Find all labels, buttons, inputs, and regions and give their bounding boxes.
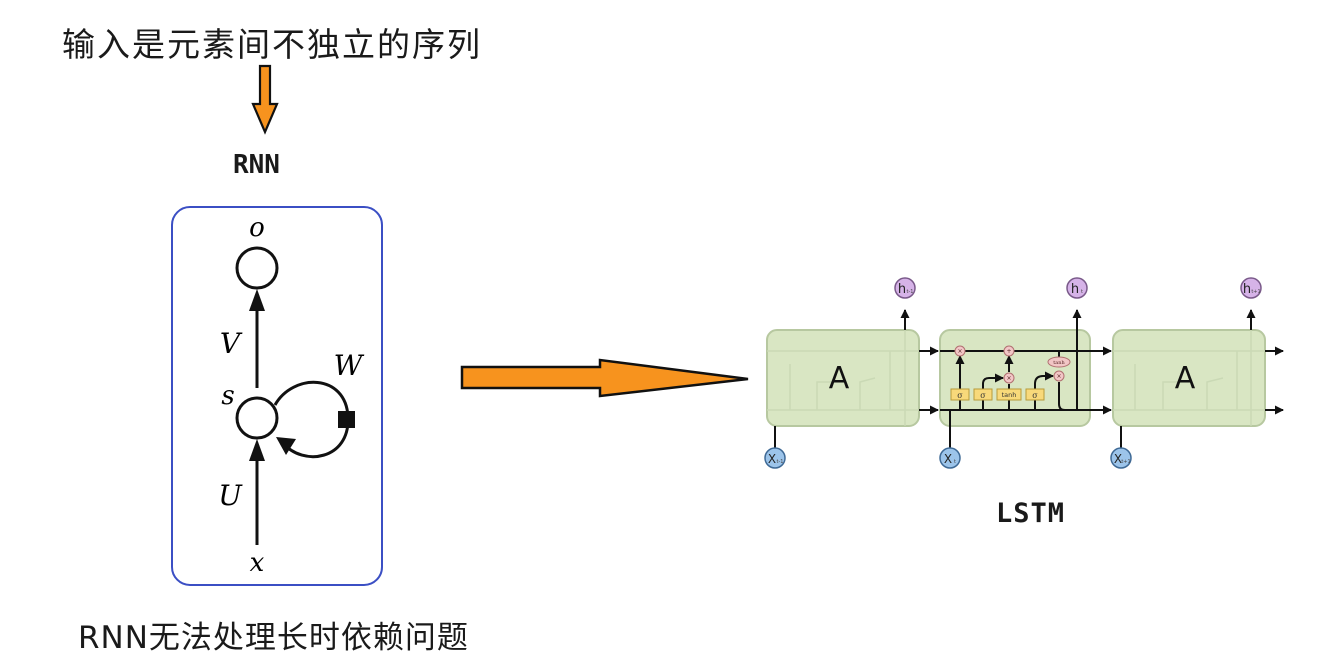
svg-text:t+1: t+1 xyxy=(1251,289,1260,295)
input-node-x-next: X t+1 xyxy=(1110,447,1132,469)
svg-text:×: × xyxy=(957,348,962,355)
op-add xyxy=(1003,345,1015,357)
op-forget-mul xyxy=(954,345,966,357)
output-node-h-current: h t xyxy=(1066,277,1088,299)
svg-text:tanh: tanh xyxy=(1002,391,1017,399)
input-node-x-prev: X t-1 xyxy=(764,447,786,469)
input-node-label: x xyxy=(250,548,265,578)
svg-text:σ: σ xyxy=(957,391,963,400)
gate-input: σ xyxy=(973,388,993,401)
output-node-h-next: h t+1 xyxy=(1240,277,1262,299)
svg-text:X: X xyxy=(1114,452,1122,466)
gate-output: σ xyxy=(1025,388,1045,401)
op-output-mul xyxy=(1053,370,1065,382)
recurrent-arrowhead-icon xyxy=(276,437,296,455)
svg-text:t: t xyxy=(1081,289,1083,295)
svg-text:t+1: t+1 xyxy=(1121,459,1130,465)
input-node-x-current: X t xyxy=(939,447,961,469)
down-arrow-icon xyxy=(251,64,279,135)
rnn-diagram: o V s W U x xyxy=(171,206,383,586)
svg-text:h: h xyxy=(898,282,906,297)
svg-text:h: h xyxy=(1243,282,1251,297)
rnn-frame xyxy=(171,206,383,586)
state-node-label: s xyxy=(221,381,234,411)
svg-text:t-1: t-1 xyxy=(777,459,784,465)
svg-text:h: h xyxy=(1071,282,1079,297)
svg-text:σ: σ xyxy=(1032,391,1038,400)
output-node-h-prev: h t-1 xyxy=(894,277,916,299)
svg-text:tanh: tanh xyxy=(1053,360,1065,366)
delay-square-icon xyxy=(338,411,355,428)
op-tanh xyxy=(1047,356,1071,368)
output-node-label: o xyxy=(249,213,265,243)
svg-text:×: × xyxy=(1006,375,1011,382)
gate-forget: σ xyxy=(950,388,970,401)
cell-prev-label: A xyxy=(829,361,850,396)
page-title: 输入是元素间不独立的序列 xyxy=(62,25,482,64)
svg-text:t: t xyxy=(954,459,956,465)
rnn-label: RNN xyxy=(233,150,280,180)
svg-text:σ: σ xyxy=(980,391,986,400)
op-input-mul xyxy=(1003,372,1015,384)
lstm-cell-current xyxy=(939,329,1091,427)
svg-text:X: X xyxy=(768,452,776,466)
v-arrowhead-icon xyxy=(249,289,265,311)
lstm-diagram: A A σ xyxy=(764,277,1284,469)
svg-text:t-1: t-1 xyxy=(907,289,914,295)
output-node xyxy=(235,246,279,290)
svg-text:×: × xyxy=(1056,373,1061,380)
svg-text:+: + xyxy=(1006,348,1011,355)
state-node xyxy=(235,396,279,440)
v-weight-label: V xyxy=(220,327,243,360)
svg-text:X: X xyxy=(944,452,952,466)
lstm-cell-prev: A xyxy=(766,329,920,427)
gate-candidate: tanh xyxy=(996,388,1022,401)
bottom-caption: RNN无法处理长时依赖问题 xyxy=(78,620,469,656)
u-arrowhead-icon xyxy=(249,439,265,461)
u-weight-label: U xyxy=(218,479,243,512)
cell-next-label: A xyxy=(1175,361,1196,396)
lstm-label: LSTM xyxy=(996,498,1066,529)
right-arrow-icon xyxy=(460,358,749,398)
w-weight-label: W xyxy=(334,349,365,382)
lstm-cell-next: A xyxy=(1112,329,1266,427)
